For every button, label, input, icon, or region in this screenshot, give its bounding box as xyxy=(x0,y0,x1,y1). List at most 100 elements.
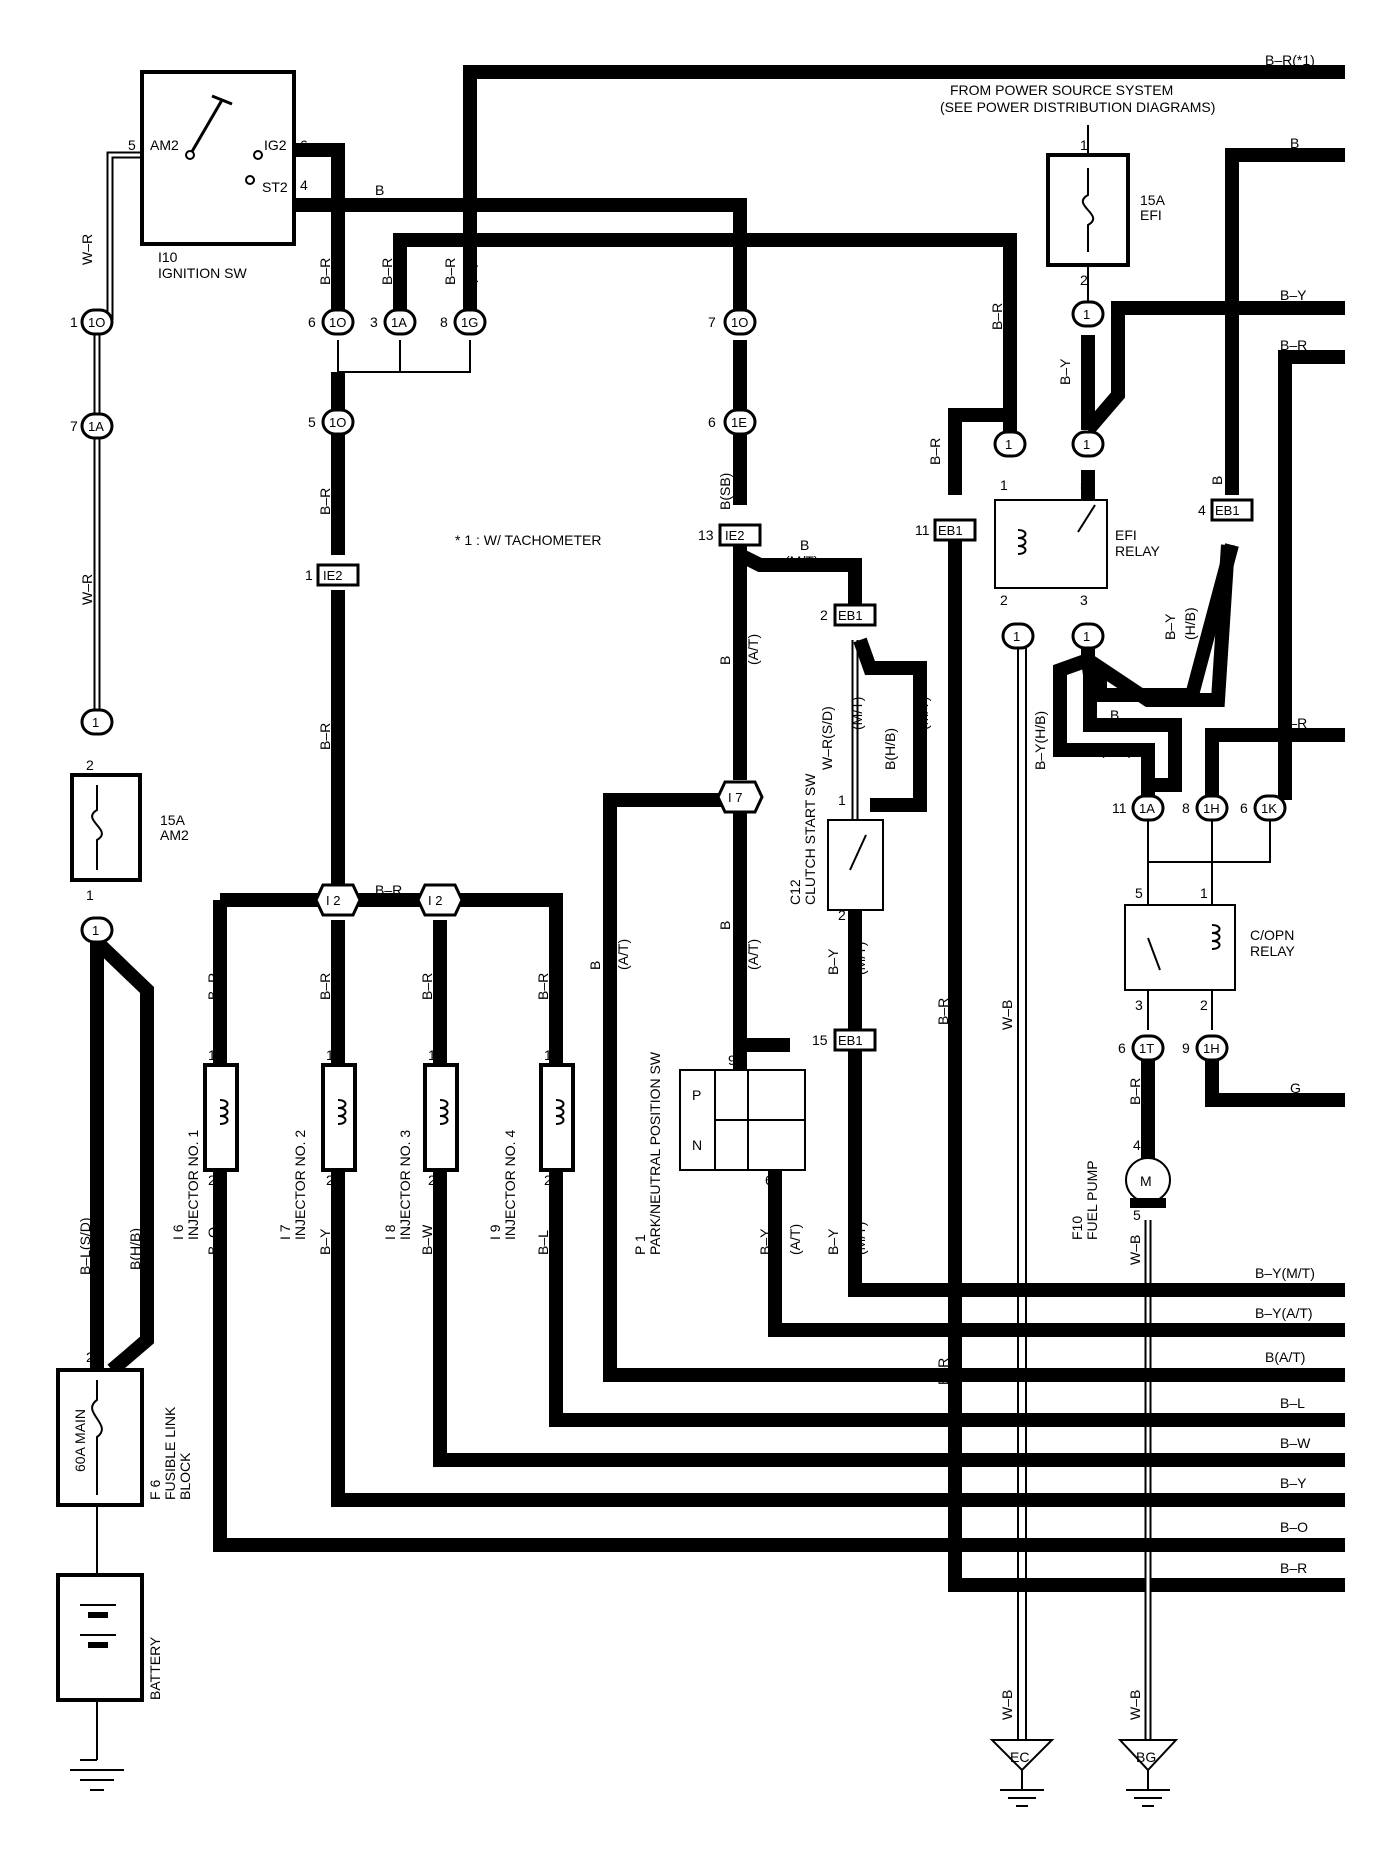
svg-text:B–R(*1): B–R(*1) xyxy=(1265,52,1315,68)
svg-text:(S/D): (S/D) xyxy=(1100,742,1133,758)
svg-text:1A: 1A xyxy=(1139,801,1155,816)
ig2-pin-label: IG2 xyxy=(264,137,287,153)
pnp-name: PARK/NEUTRAL POSITION SW xyxy=(647,1051,663,1255)
svg-text:W–R: W–R xyxy=(79,574,95,605)
svg-text:B–R: B–R xyxy=(927,438,943,465)
svg-text:B–R: B–R xyxy=(1127,1078,1143,1105)
fusible-link-line1: FUSIBLE LINK xyxy=(162,1406,178,1500)
svg-text:EB1: EB1 xyxy=(1215,503,1240,518)
inj2-code: I 7 xyxy=(277,1224,293,1240)
svg-text:1: 1 xyxy=(838,792,846,808)
svg-text:W–R(S/D): W–R(S/D) xyxy=(819,706,835,770)
efi-relay-line2: RELAY xyxy=(1115,543,1161,559)
ignition-code: I10 xyxy=(158,249,178,265)
svg-text:W–B: W–B xyxy=(1127,1690,1143,1720)
svg-text:I 2: I 2 xyxy=(428,893,442,908)
pin-numbers: 5 6 4 1 7 6 3 8 7 5 6 1 13 2 1 2 15 2 1 … xyxy=(70,137,1248,1365)
svg-text:B: B xyxy=(1110,707,1119,723)
svg-text:7: 7 xyxy=(708,314,716,330)
svg-text:W–R: W–R xyxy=(79,234,95,265)
svg-text:1: 1 xyxy=(1083,629,1090,644)
svg-text:1: 1 xyxy=(544,1047,552,1063)
svg-text:B–R: B–R xyxy=(1280,715,1307,731)
svg-text:11: 11 xyxy=(915,522,930,538)
svg-text:1O: 1O xyxy=(329,315,346,330)
svg-text:3: 3 xyxy=(1080,592,1088,608)
svg-text:B–Y: B–Y xyxy=(1162,613,1178,640)
svg-text:B–Y: B–Y xyxy=(825,948,841,975)
grounds: EC BG xyxy=(70,1739,1179,1807)
clutch-code: C12 xyxy=(787,879,803,905)
svg-text:4: 4 xyxy=(1133,1137,1141,1153)
svg-text:5: 5 xyxy=(1135,885,1143,901)
wire-labels: FROM POWER SOURCE SYSTEM (SEE POWER DIST… xyxy=(77,52,1315,1720)
svg-text:6: 6 xyxy=(765,1172,773,1188)
svg-text:B–L(S/D): B–L(S/D) xyxy=(77,1217,93,1275)
ignition-switch: AM2 IG2 ST2 I10 IGNITION SW xyxy=(140,70,296,281)
svg-text:B–O: B–O xyxy=(205,1227,221,1255)
fusible-link-block: 60A MAIN F 6 FUSIBLE LINK BLOCK xyxy=(56,1368,193,1507)
battery: BATTERY xyxy=(56,1573,163,1702)
svg-text:2: 2 xyxy=(86,757,94,773)
svg-text:13: 13 xyxy=(698,527,714,543)
battery-label: BATTERY xyxy=(147,1636,163,1700)
svg-text:EB1: EB1 xyxy=(838,608,863,623)
svg-text:B–R: B–R xyxy=(317,488,333,515)
efi-fuse-name: EFI xyxy=(1140,207,1162,223)
svg-text:1: 1 xyxy=(1083,437,1090,452)
source-line1: FROM POWER SOURCE SYSTEM xyxy=(950,82,1173,98)
svg-text:B–R: B–R xyxy=(379,258,395,285)
efi-fuse: 15A EFI xyxy=(1046,153,1166,267)
svg-text:B: B xyxy=(1290,135,1299,151)
svg-text:EB1: EB1 xyxy=(838,1033,863,1048)
fuel-pump: M F10 FUEL PUMP xyxy=(1069,1157,1171,1240)
svg-text:1: 1 xyxy=(86,887,94,903)
svg-text:(A/T): (A/T) xyxy=(745,939,761,970)
svg-text:B–R: B–R xyxy=(535,973,551,1000)
svg-text:B(SB): B(SB) xyxy=(717,473,733,510)
inj1-name: INJECTOR NO. 1 xyxy=(185,1130,201,1240)
svg-text:5: 5 xyxy=(308,414,316,430)
svg-text:1H: 1H xyxy=(1203,1041,1220,1056)
svg-text:6: 6 xyxy=(1240,800,1248,816)
copn-relay-line1: C/OPN xyxy=(1250,927,1294,943)
svg-text:8: 8 xyxy=(440,314,448,330)
svg-text:B–R: B–R xyxy=(935,1358,951,1385)
inj1-code: I 6 xyxy=(170,1224,186,1240)
clutch-name: CLUTCH START SW xyxy=(802,773,818,905)
svg-text:B–R: B–R xyxy=(442,258,458,285)
svg-text:IE2: IE2 xyxy=(323,568,343,583)
fusible-link-code: F 6 xyxy=(147,1480,163,1500)
svg-text:G: G xyxy=(1290,1080,1301,1096)
svg-text:2: 2 xyxy=(428,1172,436,1188)
fusible-link-line2: BLOCK xyxy=(177,1452,193,1500)
svg-text:3: 3 xyxy=(1135,997,1143,1013)
svg-text:2: 2 xyxy=(1200,997,1208,1013)
efi-relay: EFI RELAY xyxy=(994,499,1161,589)
svg-text:B–R: B–R xyxy=(989,303,1005,330)
svg-text:B: B xyxy=(800,537,809,553)
svg-text:B–Y: B–Y xyxy=(1057,358,1073,385)
svg-text:B(A/T): B(A/T) xyxy=(1265,1349,1305,1365)
efi-fuse-amp: 15A xyxy=(1140,192,1166,208)
svg-text:(M/T): (M/T) xyxy=(915,697,931,730)
ignition-name: IGNITION SW xyxy=(158,265,247,281)
svg-text:B–R: B–R xyxy=(375,882,402,898)
svg-text:B(H/B): B(H/B) xyxy=(882,728,898,770)
am2-fuse-amp: 15A xyxy=(160,812,186,828)
svg-text:2: 2 xyxy=(838,907,846,923)
svg-text:6: 6 xyxy=(300,137,308,153)
svg-text:1A: 1A xyxy=(88,419,104,434)
fusible-link-name: 60A MAIN xyxy=(72,1409,88,1472)
svg-text:B(H/B): B(H/B) xyxy=(127,1228,143,1270)
svg-text:6: 6 xyxy=(708,414,716,430)
inj4-code: I 9 xyxy=(487,1224,503,1240)
svg-text:8: 8 xyxy=(1182,800,1190,816)
inj3-name: INJECTOR NO. 3 xyxy=(397,1130,413,1240)
connectors: 1O 1A 1O 1A 1G 1O 1O 1E 1 1 1 1 1 1 1 1A… xyxy=(80,300,1287,1062)
svg-text:1G: 1G xyxy=(461,315,478,330)
svg-text:2: 2 xyxy=(820,607,828,623)
svg-text:4: 4 xyxy=(300,177,308,193)
svg-text:(H/B): (H/B) xyxy=(1182,607,1198,640)
